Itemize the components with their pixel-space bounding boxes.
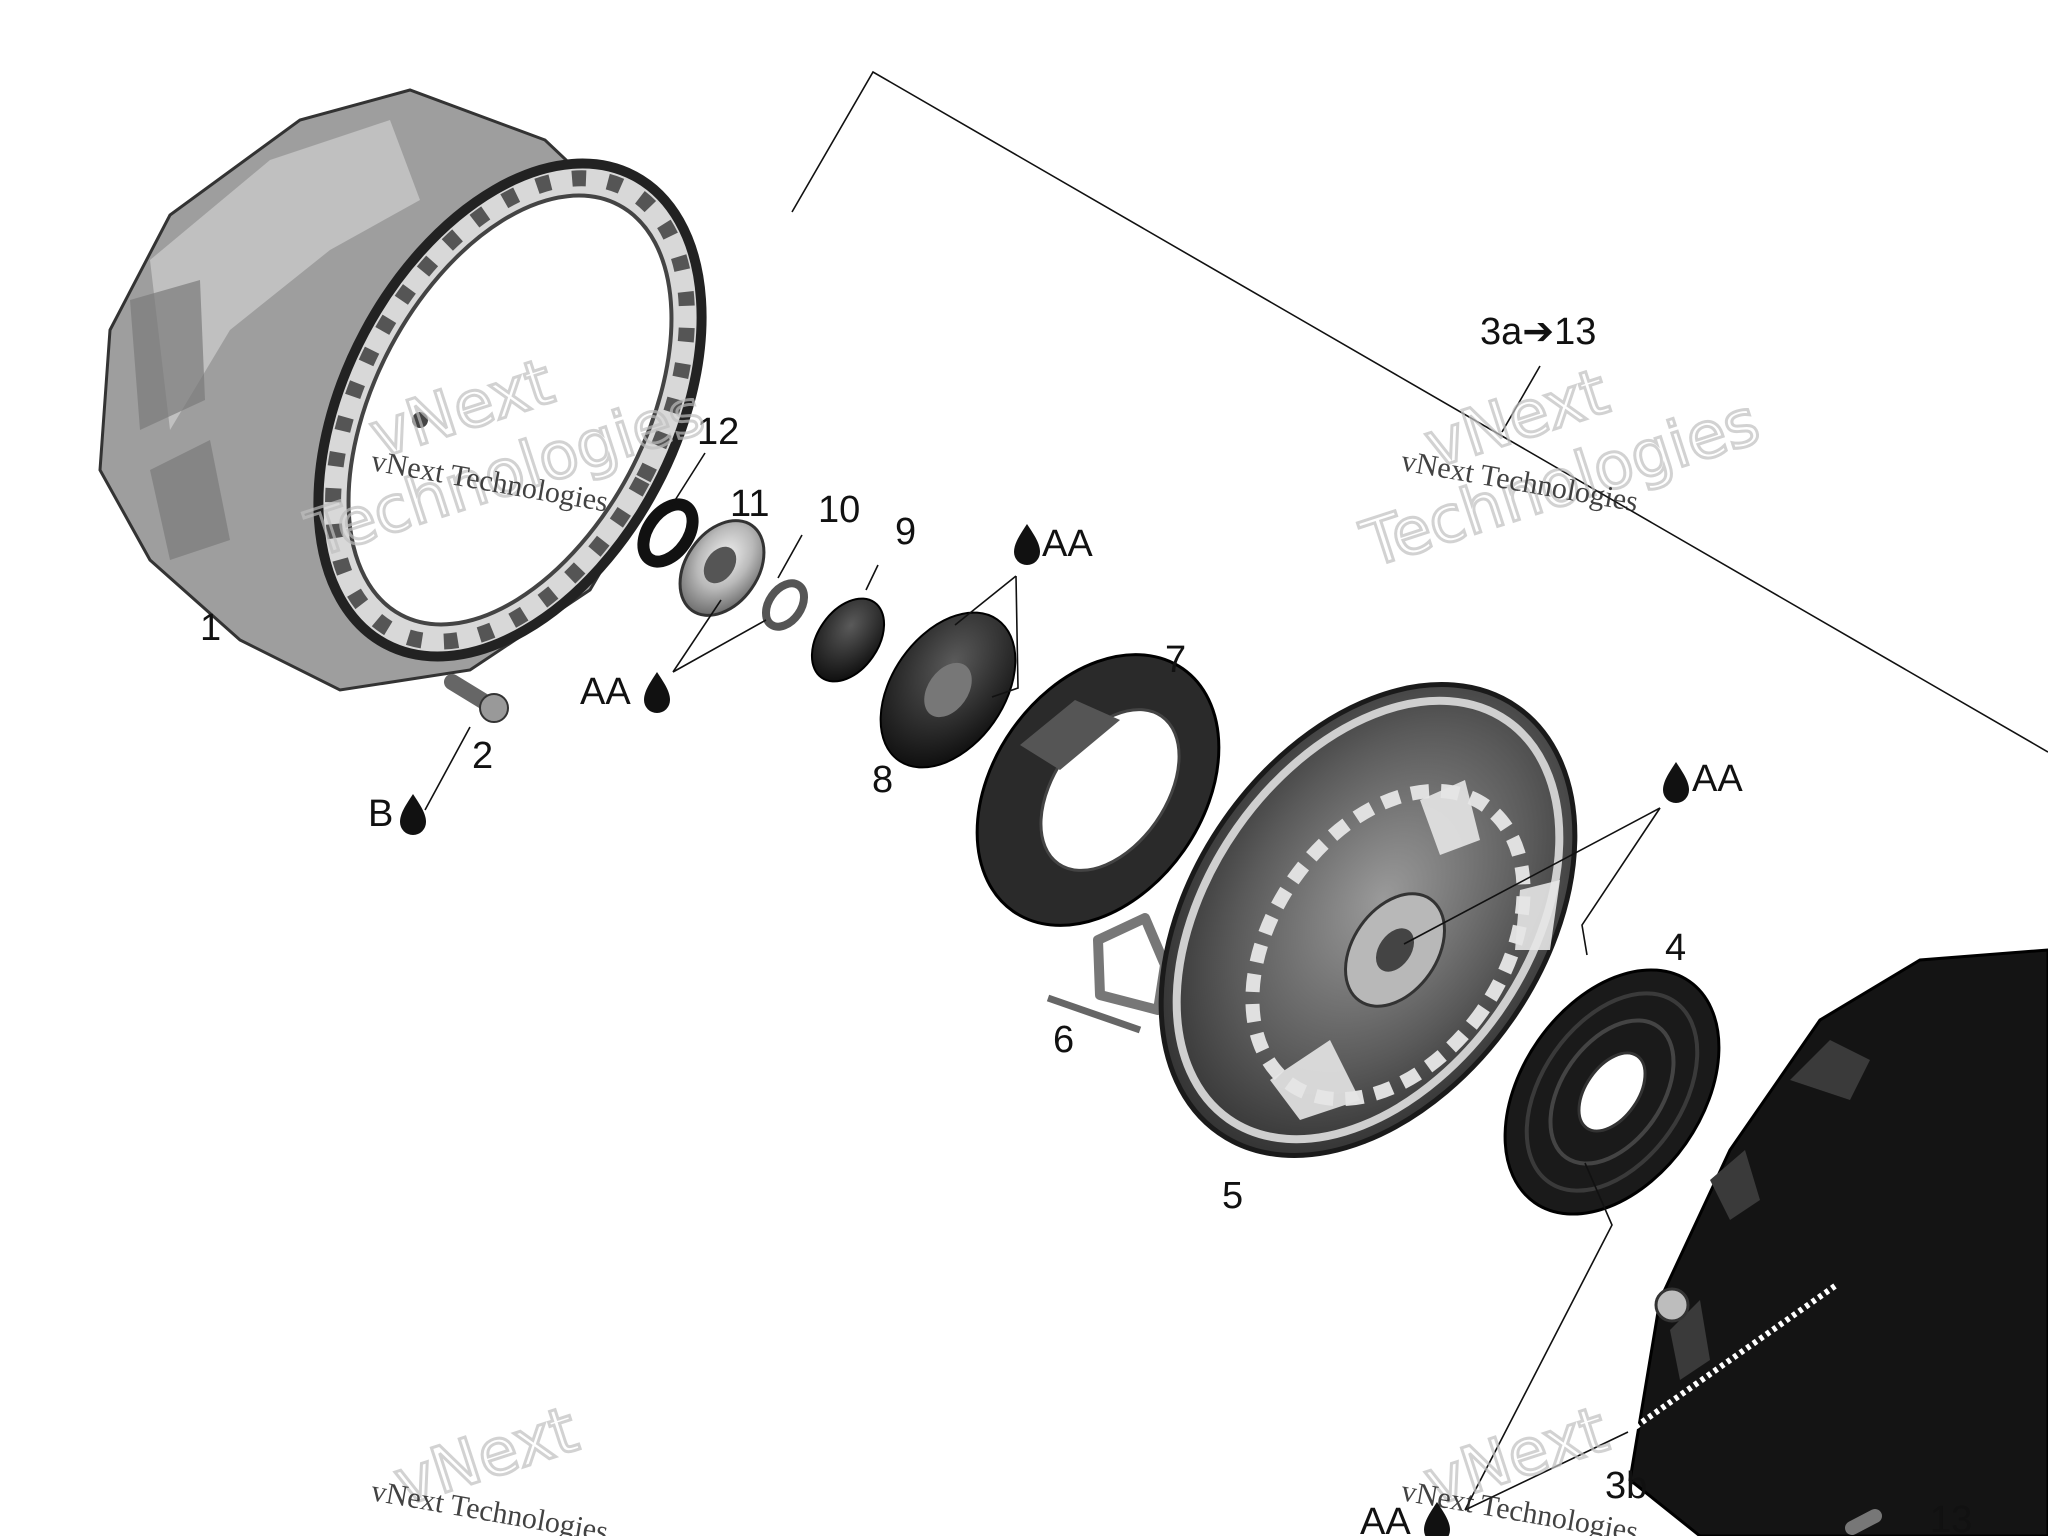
callout-7: 7 [1165, 639, 1186, 681]
lubricant-drop-icon [400, 794, 426, 835]
leader-lines [424, 452, 1661, 1511]
washer-part-10 [761, 579, 809, 631]
callout-2: 2 [472, 735, 493, 777]
callout-4: 4 [1665, 927, 1686, 969]
callout-11: 11 [730, 483, 769, 525]
callout-9: 9 [895, 511, 916, 553]
assembly-bracket [791, 70, 2048, 753]
pulley-part-5 [1158, 682, 1578, 1158]
lubricant-code-aa-bottom: AA [1360, 1501, 1411, 1536]
housing-part-1 [98, 88, 707, 692]
callout-3b: 3b [1605, 1465, 1647, 1507]
callout-6: 6 [1053, 1019, 1074, 1061]
callout-10: 10 [818, 489, 860, 531]
lubricant-codes: AA AA AA B AA [368, 523, 1743, 1536]
cover-part-3b [1626, 948, 2048, 1536]
ring-part-12 [637, 498, 699, 568]
callout-8: 8 [872, 759, 893, 801]
bushing-part-11 [678, 519, 766, 617]
lubricant-drop-icon [1014, 524, 1040, 565]
callouts: 1 2 12 11 10 9 8 7 6 5 4 3a➔13 3b 13 [200, 311, 1972, 1536]
callout-1: 1 [200, 607, 221, 649]
lubricant-code-aa-upper: AA [1042, 523, 1093, 565]
rope-clip-part-6 [1046, 913, 1170, 1034]
cam-part-7 [975, 653, 1221, 927]
lubricant-code-b: B [368, 793, 393, 835]
callout-13: 13 [1930, 1499, 1972, 1536]
lubricant-drop-icon [1663, 762, 1689, 803]
pawl-plate-part-8 [879, 611, 1017, 769]
bolt-part-2 [444, 674, 509, 723]
callout-3a-13: 3a➔13 [1480, 311, 1596, 353]
spring-part-4 [1503, 968, 1721, 1216]
lubricant-drop-icon [644, 672, 670, 713]
screw-part-13 [1845, 1509, 1882, 1535]
lubricant-code-aa-right: AA [1692, 758, 1743, 800]
watermark: vNext Technologies [1352, 354, 1770, 585]
disc-part-9 [810, 597, 886, 683]
lubricant-code-aa-left: AA [580, 671, 631, 713]
lubricant-drop-icon [1424, 1502, 1450, 1536]
callout-5: 5 [1222, 1175, 1243, 1217]
callout-12: 12 [697, 411, 739, 453]
